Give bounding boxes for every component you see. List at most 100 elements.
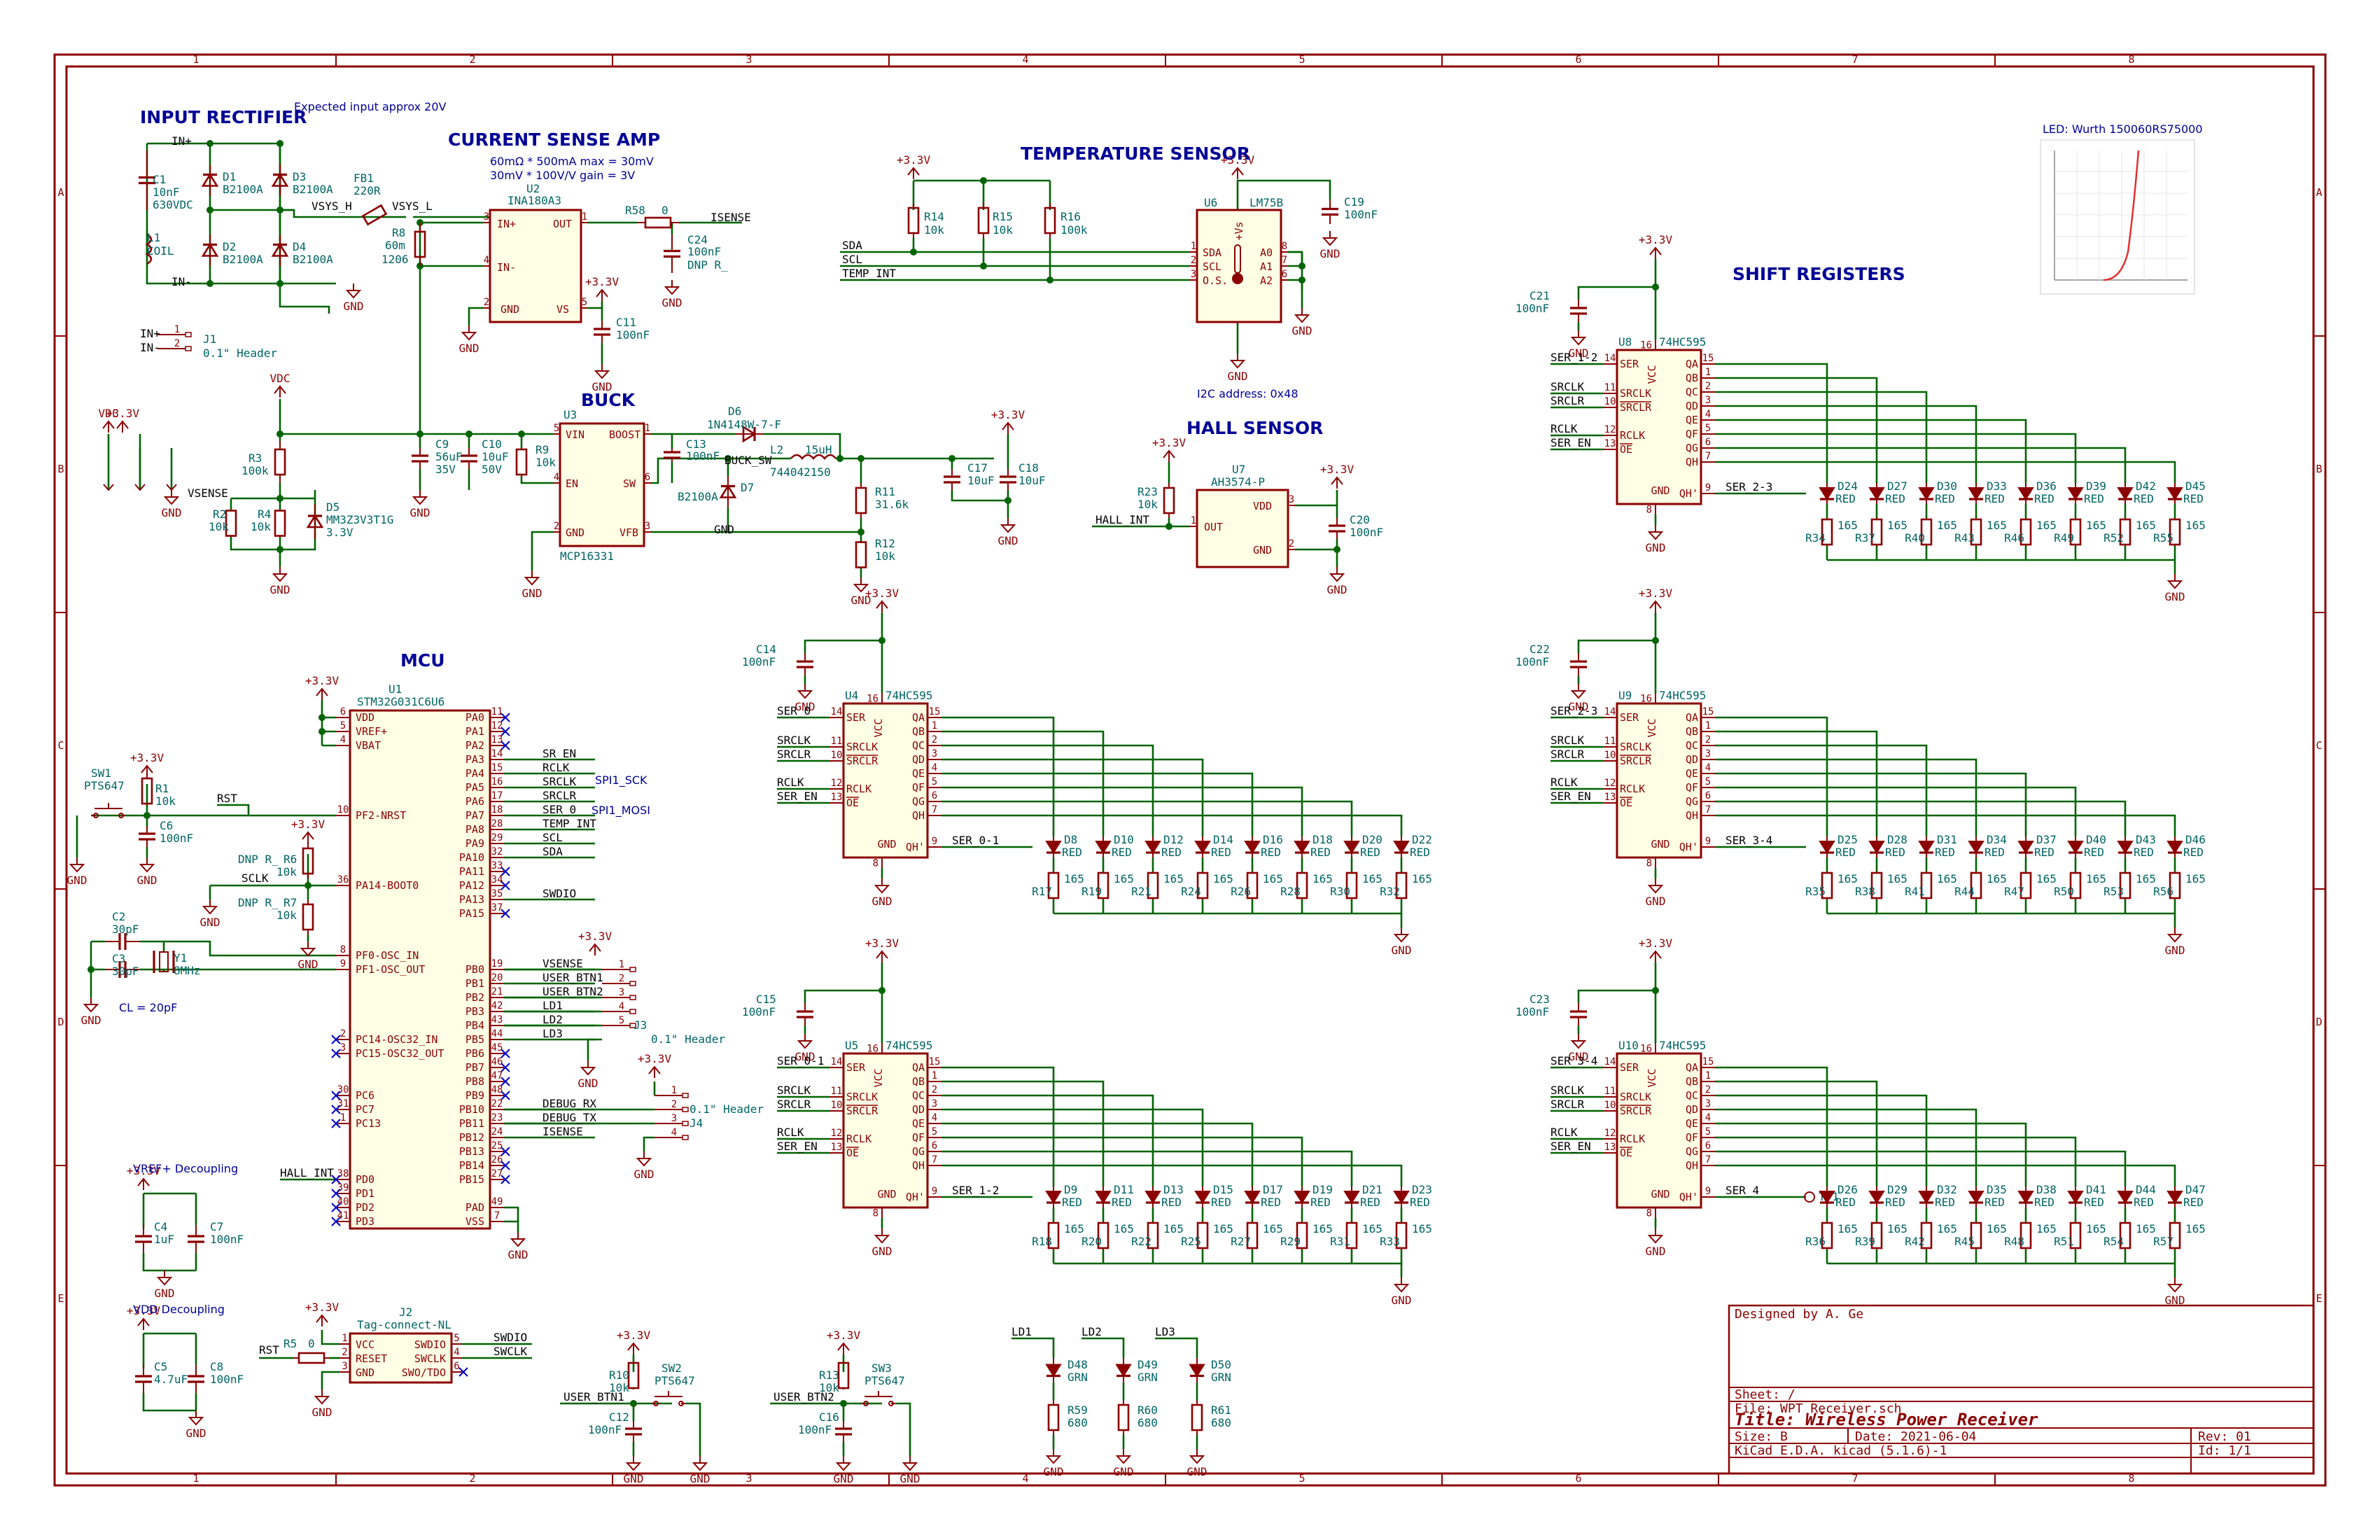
u2-body: [489, 209, 582, 323]
sr-pin-gnd: GND: [1651, 838, 1670, 850]
wire: [1715, 716, 1828, 836]
mcu-pin-pb3: PB3: [465, 1005, 484, 1018]
pin-number: 5: [1705, 423, 1711, 434]
pin-number: 43: [491, 1014, 503, 1026]
gnd-symbol: [1000, 524, 1016, 533]
resistor-body: [977, 206, 990, 234]
sr-pin-srclk: SRCLK: [846, 1091, 878, 1103]
ref-c16: C16: [819, 1410, 839, 1424]
led-res-value: 165: [2185, 1222, 2206, 1236]
net-temp-int: TEMP_INT: [842, 267, 896, 280]
sheet-frame: [53, 53, 2327, 1487]
val-c19: 100nF: [1344, 208, 1378, 221]
pin-number: 1: [1191, 241, 1196, 252]
gnd-label: GND: [851, 594, 872, 607]
mcu-pin-pc15-osc32_out: PC15-OSC32_OUT: [356, 1047, 444, 1060]
gnd-label: GND: [1569, 700, 1589, 713]
power-symbol: [316, 687, 328, 696]
note-cl: CL = 20pF: [119, 1001, 177, 1014]
led-value: RED: [1835, 846, 1856, 859]
led-res-ref: R24: [1181, 885, 1201, 898]
sr-value: 74HC595: [1659, 335, 1706, 349]
mcu-pin-pd3: PD3: [356, 1215, 374, 1228]
sr-pin-vcc: VCC: [1646, 718, 1658, 737]
wire: [321, 1330, 340, 1345]
pin-number: 14: [1604, 706, 1616, 718]
ref-c17: C17: [967, 461, 988, 475]
u6-pin-sda: SDA: [1203, 246, 1222, 259]
grid-col-label: 1: [192, 1472, 199, 1485]
led-res-ref: R17: [1032, 885, 1052, 898]
led-ref: D37: [2036, 833, 2057, 846]
wire: [520, 476, 553, 484]
led-res-value: 165: [2036, 519, 2057, 532]
net-sclk-mcu: SCLK: [241, 872, 269, 885]
gnd-symbol: [156, 1277, 173, 1286]
pin-number: 13: [831, 1142, 843, 1153]
led-ref: D46: [2185, 833, 2206, 846]
pin-number: 2: [1289, 538, 1294, 550]
sr-pin-qg: QG: [1686, 795, 1698, 808]
u3-pin-boost: BOOST: [609, 428, 640, 441]
mcu-pin-pa7: PA7: [465, 809, 484, 822]
net-ld2: LD2: [1082, 1325, 1102, 1338]
pin-number: 15: [929, 706, 941, 718]
mcu-pin-pa1: PA1: [465, 725, 484, 738]
u3-body: [559, 422, 645, 547]
gnd-symbol: [461, 332, 477, 341]
pin-number: 1: [932, 1070, 937, 1082]
led-value: RED: [2134, 1196, 2154, 1209]
pin-number: 8: [1646, 1208, 1652, 1219]
led-res-value: 165: [1987, 872, 2007, 886]
val-c6: 100nF: [160, 832, 193, 845]
net-user-btn2: USER_BTN2: [774, 1390, 834, 1404]
power-symbol: [876, 950, 888, 959]
power-label: +3.3V: [865, 937, 899, 950]
pin-number: 1: [1705, 367, 1711, 378]
led-res-ref: R43: [1954, 531, 1975, 545]
wire: [941, 1122, 1254, 1186]
led-ref: D34: [1987, 833, 2007, 846]
diode-body: [1115, 1364, 1132, 1378]
u7-body: [1196, 489, 1289, 568]
ref-d2: D2: [223, 240, 236, 253]
val-u6: LM75B: [1250, 196, 1283, 209]
wire: [941, 716, 1055, 836]
pin-number: 27: [491, 1168, 503, 1180]
gnd-label: GND: [1392, 944, 1412, 957]
ref-j3: J3: [634, 1018, 647, 1032]
sr-value: 74HC595: [886, 1039, 932, 1052]
led-res-ref: R40: [1905, 531, 1925, 545]
u6-pin-a0: A0: [1260, 246, 1273, 259]
gnd-label: GND: [459, 342, 479, 355]
mcu-pin-pb12: PB12: [459, 1131, 484, 1144]
net-user-btn1: USER_BTN1: [564, 1390, 624, 1404]
pin-number: 44: [491, 1028, 503, 1040]
val-c1: 10nF: [153, 186, 180, 199]
pin-number: 6: [932, 790, 937, 802]
sr-cap-ref: C23: [1530, 993, 1550, 1006]
diode-body: [1144, 841, 1161, 854]
grid-row-label: B: [57, 463, 64, 475]
gnd-symbol: [874, 885, 890, 894]
diode-body: [2166, 841, 2183, 854]
junction-dot: [318, 714, 326, 721]
sr-pin-qe: QE: [1686, 414, 1698, 426]
val-u2: INA180A3: [507, 194, 561, 207]
val-r1: 10k: [155, 794, 176, 808]
u3-pin-en: EN: [566, 477, 578, 490]
led-res-ref: R42: [1905, 1235, 1925, 1248]
sr-cap-value: 100nF: [742, 655, 776, 668]
pin-number: 1: [932, 720, 937, 732]
gnd-symbol: [797, 690, 813, 699]
sr-pin-oe: OE: [846, 1147, 859, 1159]
led-res-ref: R41: [1905, 885, 1925, 898]
sr-pin-vcc: VCC: [1646, 1068, 1658, 1087]
val-j3: 0.1" Header: [651, 1032, 725, 1046]
pin-number: 1: [1191, 515, 1196, 526]
gnd-label: GND: [186, 1427, 206, 1440]
sr-pin-rclk: RCLK: [1620, 1133, 1645, 1145]
val-c24-b: DNP R_: [687, 258, 728, 272]
wire: [588, 301, 603, 309]
diode-body: [1294, 1191, 1310, 1204]
